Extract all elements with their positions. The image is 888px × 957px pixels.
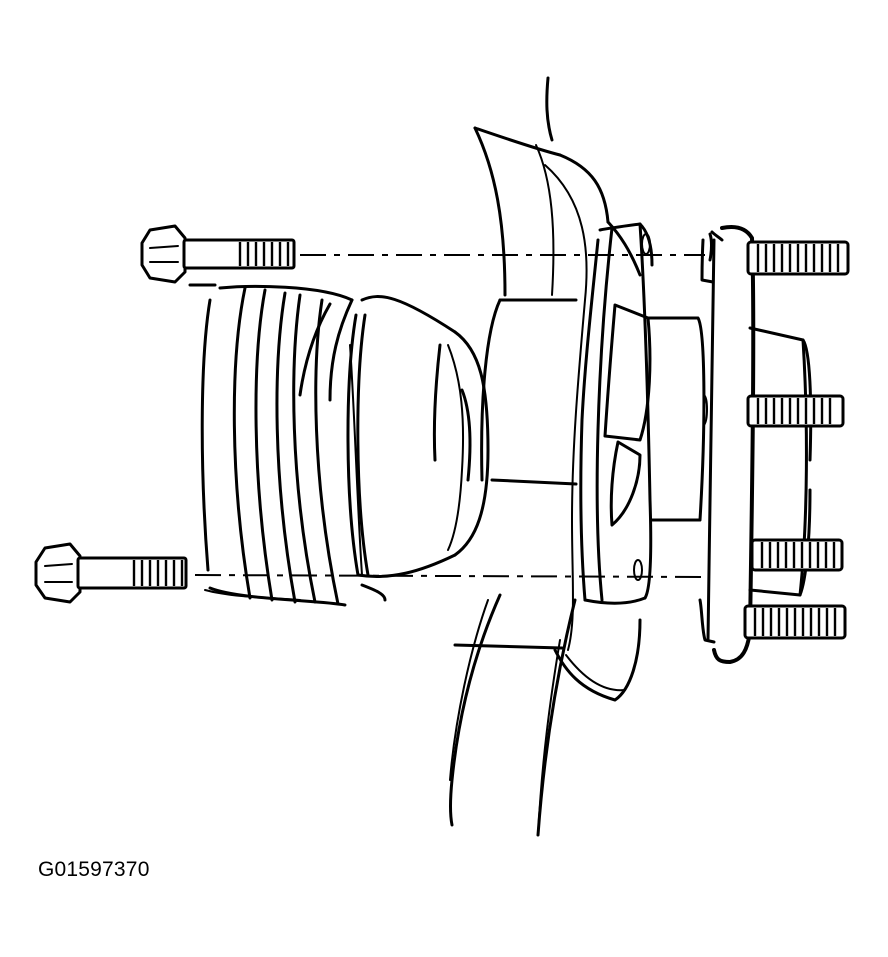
wheel-stud (743, 604, 847, 640)
dust-shield (579, 222, 654, 605)
axle-spline-shaft (480, 298, 578, 486)
wheel-speed-sensor (603, 303, 652, 527)
steering-knuckle (449, 76, 642, 837)
wheel-stud (746, 240, 850, 276)
wheel-studs (743, 240, 850, 640)
hub-bolt-lower (34, 542, 188, 604)
wheel-stud (750, 538, 844, 572)
hub-bearing-assembly (646, 225, 813, 664)
drive-axle-cv-joint (188, 283, 490, 607)
wheel-stud (746, 394, 845, 428)
hub-bolt-upper (140, 224, 296, 284)
figure-code-label: G01597370 (38, 858, 150, 881)
alignment-lines (194, 254, 706, 578)
